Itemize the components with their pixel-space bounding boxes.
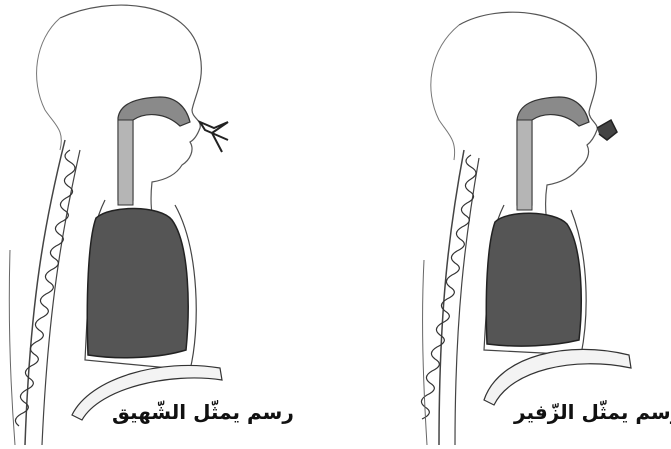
inhalation-illustration <box>0 0 330 449</box>
trachea <box>517 120 532 210</box>
head-back-outline <box>37 18 62 150</box>
exhalation-figure: رسم يمثّل الزّفير <box>339 0 669 449</box>
inhalation-figure: رسم يمثّل الشّهيق <box>0 0 330 449</box>
head-back-outline <box>431 25 459 160</box>
vertebrae <box>421 155 476 419</box>
exhalation-illustration <box>339 0 669 449</box>
exhalation-caption: رسم يمثّل الزّفير <box>514 400 671 424</box>
trachea <box>118 120 133 205</box>
spine-inner-line <box>455 158 479 445</box>
lungs <box>486 213 581 346</box>
airflow-arrow-out <box>597 120 617 140</box>
back-outline <box>9 250 15 445</box>
inhalation-caption: رسم يمثّل الشّهيق <box>112 400 294 424</box>
airflow-arrow-in <box>200 122 228 152</box>
spine-inner-line <box>42 150 80 445</box>
diaphragm <box>484 349 631 405</box>
lungs <box>87 208 188 357</box>
